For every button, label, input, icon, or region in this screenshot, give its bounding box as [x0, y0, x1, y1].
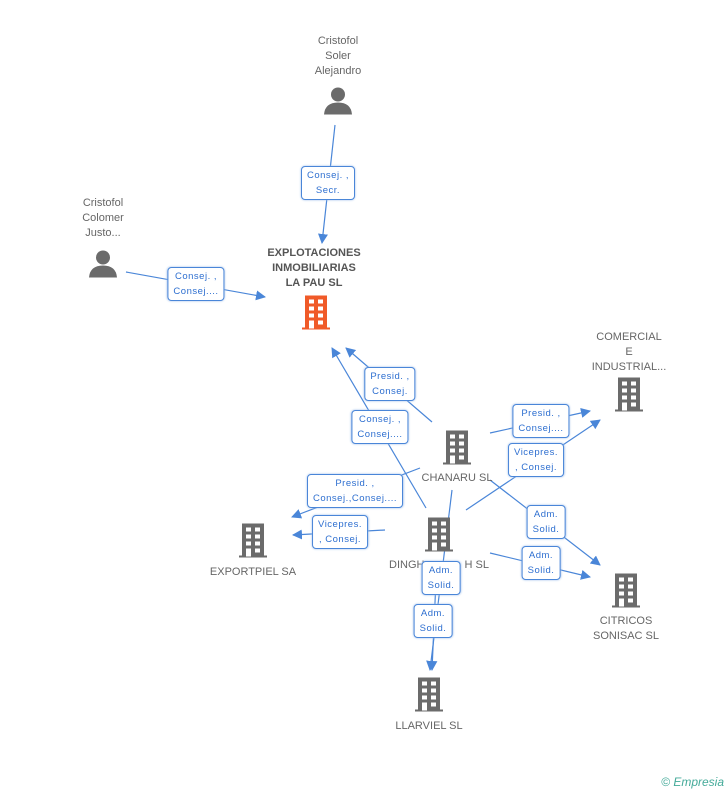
edge-label-line: Consej.... — [357, 429, 403, 440]
edge-label-line: Consej.,Consej.... — [313, 493, 397, 504]
edge-label-line: Consej. , — [174, 271, 217, 282]
node-label-explotaciones[interactable]: EXPLOTACIONES INMOBILIARIAS LA PAU SL — [267, 246, 360, 291]
node-label-line: E — [625, 346, 633, 358]
edge-label-chanaru-comercial[interactable]: Presid. , Consej.... — [512, 404, 570, 438]
node-label-line: Cristofol — [317, 35, 359, 47]
node-label-line: LLARVIEL SL — [395, 720, 463, 732]
person-icon[interactable] — [323, 87, 353, 120]
edge-label-dingh-comercial[interactable]: Vicepres. , Consej. — [508, 443, 564, 477]
edge-label-line: Adm. — [420, 608, 446, 619]
edge-label-chanaru-citricos[interactable]: Adm. Solid. — [526, 505, 566, 539]
edge-label-soler-explotaciones[interactable]: Consej. , Secr. — [301, 166, 355, 200]
edge-label-dingh-citricos[interactable]: Adm. Solid. — [521, 546, 561, 580]
node-label-line: LA PAU SL — [285, 277, 343, 289]
node-label-line: Soler — [325, 50, 351, 62]
edge-label-line: Consej.... — [173, 286, 219, 297]
edge-label-line: , Consej. — [515, 462, 557, 473]
edge-label-colomer-explotaciones[interactable]: Consej. , Consej.... — [167, 267, 225, 301]
edge-label-line: Solid. — [527, 565, 555, 576]
building-icon[interactable] — [441, 430, 473, 471]
edge-label-line: Vicepres. — [318, 519, 362, 530]
node-label-dingh[interactable]: DINGH H SL — [389, 558, 489, 573]
edge-label-line: Adm. — [533, 509, 559, 520]
building-icon[interactable] — [423, 517, 455, 558]
edge-label-line: Adm. — [428, 565, 454, 576]
edge-label-line: Solid. — [532, 524, 560, 535]
building-icon[interactable] — [610, 573, 642, 614]
node-label-line: SONISAC SL — [592, 630, 660, 642]
edge-label-line: Consej. , — [307, 170, 349, 181]
edge-label-line: Presid. , — [521, 408, 561, 419]
node-label-comercial[interactable]: COMERCIAL E INDUSTRIAL... — [592, 330, 667, 375]
node-label-line: EXPLOTACIONES — [267, 247, 361, 259]
building-icon[interactable] — [237, 523, 269, 564]
edge-label-line: Solid. — [427, 580, 455, 591]
edge-label-line: Solid. — [419, 623, 447, 634]
edge-label-dingh-llarviel[interactable]: Adm. Solid. — [413, 604, 453, 638]
node-label-chanaru[interactable]: CHANARU SL — [422, 471, 493, 486]
node-label-exportpiel[interactable]: EXPORTPIEL SA — [210, 565, 296, 580]
edge-label-dingh-exportpiel[interactable]: Vicepres. , Consej. — [312, 515, 368, 549]
node-label-line: Colomer — [82, 212, 124, 224]
edge-label-line: , Consej. — [319, 534, 361, 545]
node-label-line: EXPORTPIEL SA — [209, 566, 297, 578]
node-label-line: COMERCIAL — [596, 331, 662, 343]
node-label-line: DINGH — [389, 559, 425, 571]
node-label-line: Justo... — [85, 227, 121, 239]
node-label-line: Alejandro — [314, 65, 362, 77]
edge-label-line: Vicepres. — [514, 447, 558, 458]
edge-label-chanaru-explotaciones[interactable]: Presid. , Consej. — [364, 367, 416, 401]
node-label-llarviel[interactable]: LLARVIEL SL — [395, 719, 462, 734]
edge-label-line: Consej. — [372, 386, 408, 397]
building-icon[interactable] — [300, 295, 332, 336]
node-label-line: CHANARU SL — [421, 472, 493, 484]
edge-label-dingh-explotaciones[interactable]: Consej. , Consej.... — [351, 410, 409, 444]
edge-label-line: Consej. , — [358, 414, 401, 425]
edge-label-line: Secr. — [315, 185, 341, 196]
footer-brand: © Empresia — [661, 775, 724, 789]
building-icon[interactable] — [613, 377, 645, 418]
edge-label-chanaru-exportpiel[interactable]: Presid. , Consej.,Consej.... — [307, 474, 403, 508]
edge-label-chanaru-llarviel[interactable]: Adm. Solid. — [421, 561, 461, 595]
building-icon[interactable] — [413, 677, 445, 718]
person-icon[interactable] — [88, 250, 118, 283]
edge-label-line: Presid. , — [370, 371, 410, 382]
node-label-line: INMOBILIARIAS — [272, 262, 356, 274]
node-label-line: H SL — [464, 559, 489, 571]
node-label-citricos[interactable]: CITRICOS SONISAC SL — [593, 614, 659, 644]
edge-label-line: Adm. — [528, 550, 554, 561]
node-label-line: CITRICOS — [599, 615, 653, 627]
node-label-line: Cristofol — [82, 197, 124, 209]
edge-label-line: Presid. , — [335, 478, 375, 489]
node-label-line: INDUSTRIAL... — [591, 361, 667, 373]
edge-label-line: Consej.... — [518, 423, 564, 434]
